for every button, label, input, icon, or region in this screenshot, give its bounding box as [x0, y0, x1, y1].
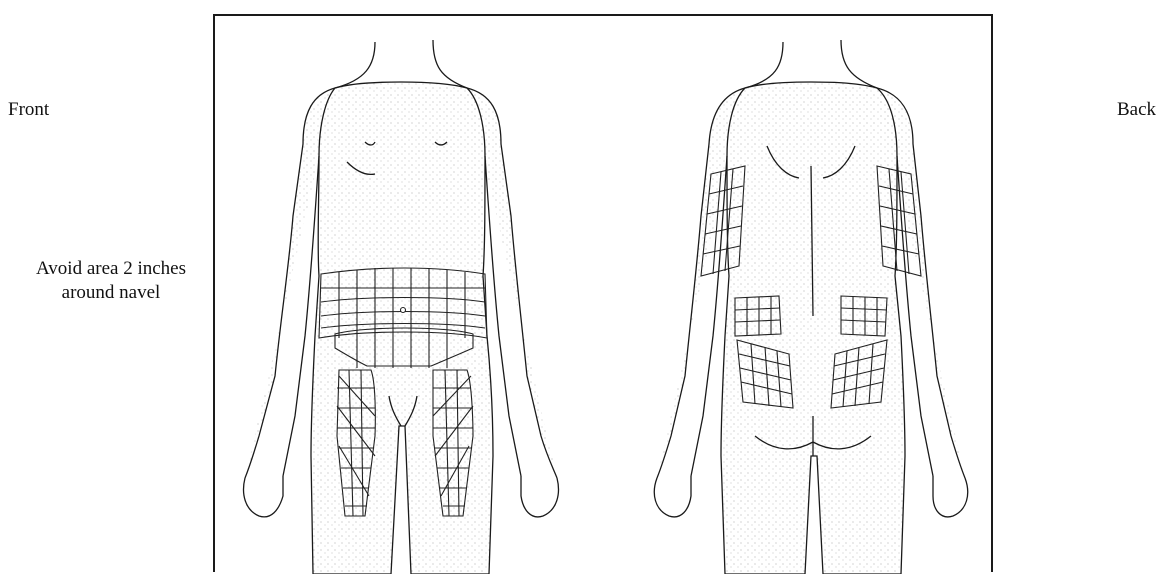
back-label: Back: [1117, 98, 1156, 122]
injection-site-diagram: [213, 14, 993, 572]
front-body: [244, 40, 559, 574]
navel-avoid-note: Avoid area 2 inches around navel: [26, 257, 196, 305]
body-illustration: [215, 16, 995, 574]
back-body: [654, 40, 967, 574]
front-label: Front: [8, 98, 49, 122]
